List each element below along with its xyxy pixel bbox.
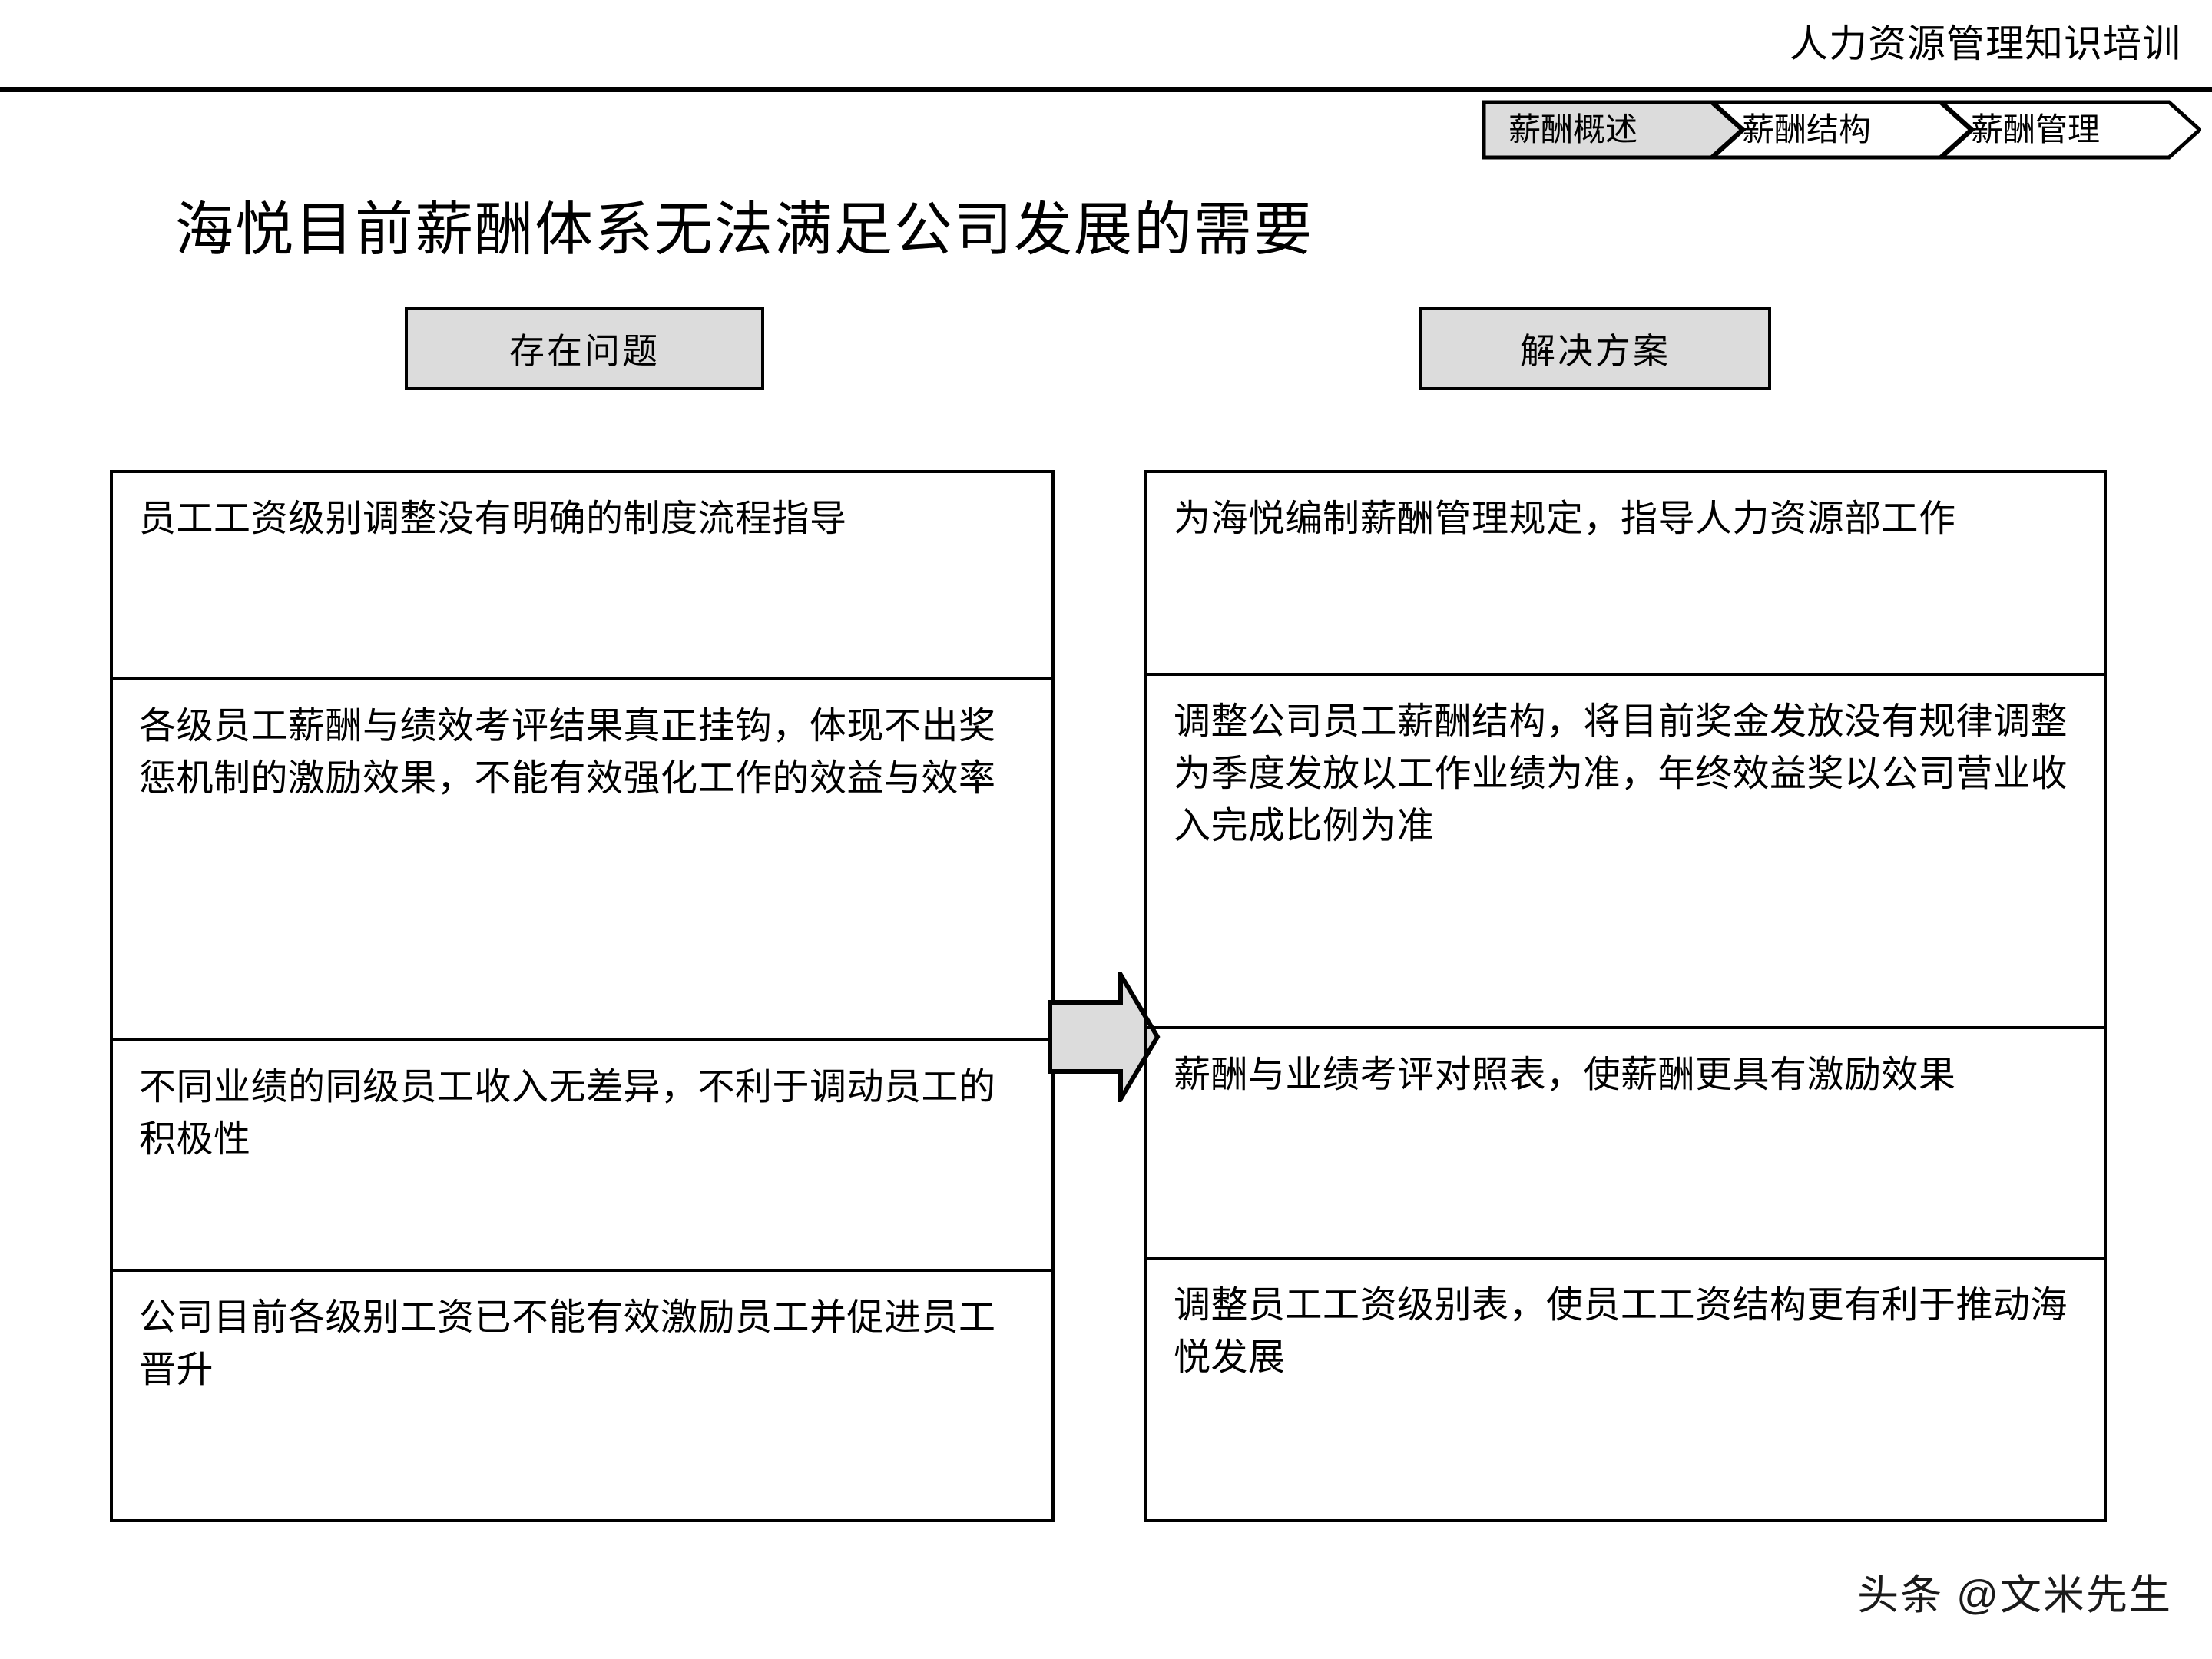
tab-label: 薪酬结构 bbox=[1742, 111, 1872, 147]
solutions-list: 为海悦编制薪酬管理规定，指导人力资源部工作 调整公司员工薪酬结构，将目前奖金发放… bbox=[1144, 470, 2107, 1522]
problem-item: 各级员工薪酬与绩效考评结果真正挂钩，体现不出奖惩机制的激励效果，不能有效强化工作… bbox=[113, 680, 1051, 1041]
solution-item: 调整员工工资级别表，使员工工资结构更有利于推动海悦发展 bbox=[1174, 1285, 2068, 1379]
chevron-tab-strip: 薪酬概述 薪酬结构 薪酬管理 bbox=[1482, 100, 2169, 160]
tab-salary-overview[interactable]: 薪酬概述 bbox=[1482, 100, 1743, 160]
solutions-column-header: 解决方案 bbox=[1419, 307, 1771, 390]
tab-label: 薪酬管理 bbox=[1971, 111, 2101, 147]
solution-item: 薪酬与业绩考评对照表，使薪酬更具有激励效果 bbox=[1147, 1029, 2104, 1260]
tab-salary-structure[interactable]: 薪酬结构 bbox=[1711, 100, 1972, 160]
problem-item: 不同业绩的同级员工收入无差异，不利于调动员工的积极性 bbox=[113, 1041, 1051, 1272]
solution-item: 为海悦编制薪酬管理规定，指导人力资源部工作 bbox=[1147, 473, 2104, 676]
tab-salary-management[interactable]: 薪酬管理 bbox=[1940, 100, 2201, 160]
solution-item: 调整公司员工薪酬结构，将目前奖金发放没有规律调整为季度发放以工作业绩为准，年终效… bbox=[1147, 676, 2104, 1029]
slide-title: 海悦目前薪酬体系无法满足公司发展的需要 bbox=[175, 197, 1313, 263]
watermark-attribution: 头条 @文米先生 bbox=[1857, 1572, 2172, 1618]
problems-list: 员工工资级别调整没有明确的制度流程指导 各级员工薪酬与绩效考评结果真正挂钩，体现… bbox=[110, 470, 1055, 1522]
problem-item: 员工工资级别调整没有明确的制度流程指导 bbox=[113, 473, 1051, 680]
problems-column-header: 存在问题 bbox=[405, 307, 764, 390]
chevron-shape-icon bbox=[1940, 100, 2201, 160]
problems-column-header-label: 存在问题 bbox=[509, 331, 660, 371]
header-course-title: 人力资源管理知识培训 bbox=[1790, 22, 2181, 65]
right-block-arrow-icon bbox=[1047, 972, 1161, 1102]
header-divider-rule bbox=[0, 87, 2212, 92]
solutions-column-header-label: 解决方案 bbox=[1520, 331, 1671, 371]
problem-item: 公司目前各级别工资已不能有效激励员工并促进员工晋升 bbox=[139, 1297, 996, 1391]
tab-label: 薪酬概述 bbox=[1508, 111, 1638, 147]
